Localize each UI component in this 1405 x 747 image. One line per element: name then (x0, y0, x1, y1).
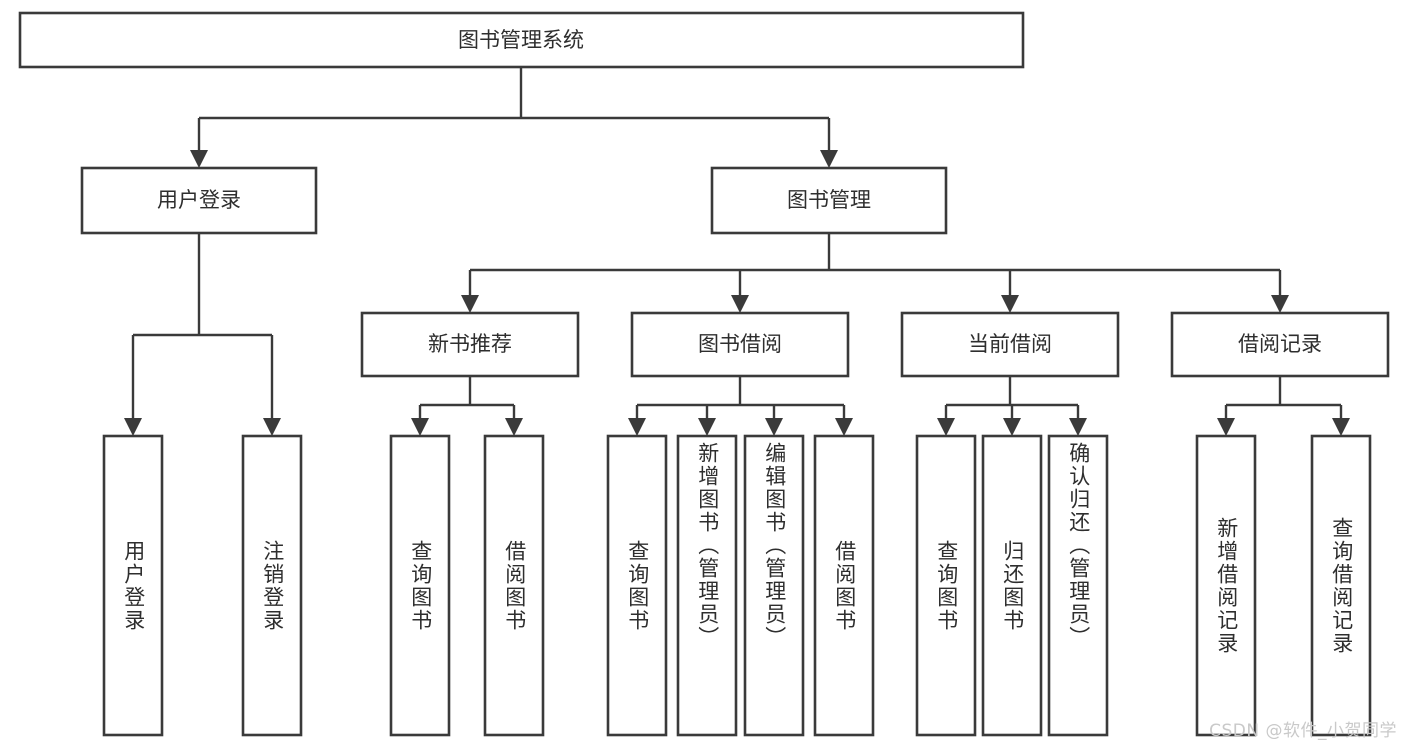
node-box-leaf-13[interactable] (1310, 434, 1372, 737)
arrow-head-current-borrow (1001, 295, 1019, 313)
node-box-leaf-6[interactable] (676, 434, 738, 737)
arrow-head-book-borrow (731, 295, 749, 313)
arrow-head-leaf-7 (765, 418, 783, 436)
node-label-borrow-record: 借阅记录 (1238, 332, 1322, 356)
connector-group-book-borrow (628, 376, 853, 436)
node-box-leaf-10[interactable] (981, 434, 1043, 737)
arrow-head-leaf-3 (411, 418, 429, 436)
arrow-head-leaf-4 (505, 418, 523, 436)
arrow-head-user-login (190, 150, 208, 168)
arrow-head-leaf-11 (1069, 418, 1087, 436)
connector-group-user-login (124, 233, 281, 436)
node-box-leaf-7[interactable] (743, 434, 805, 737)
connector-group-new-book-rec (411, 376, 523, 436)
node-label-user-login: 用户登录 (157, 188, 241, 212)
arrow-head-leaf-13 (1332, 418, 1350, 436)
connector-group-root (190, 67, 838, 168)
node-box-leaf-12[interactable] (1195, 434, 1257, 737)
node-box-leaf-3[interactable] (389, 434, 451, 737)
arrow-head-borrow-record (1271, 295, 1289, 313)
arrow-head-leaf-10 (1003, 418, 1021, 436)
node-box-new-book-rec[interactable] (360, 311, 580, 378)
node-label-book-mgmt: 图书管理 (787, 188, 871, 212)
node-box-borrow-record[interactable] (1170, 311, 1390, 378)
node-box-user-login[interactable] (80, 166, 318, 235)
csdn-watermark: CSDN @软件_小贺同学 (1209, 721, 1397, 741)
node-box-leaf-2[interactable] (241, 434, 303, 737)
arrow-head-leaf-2 (263, 418, 281, 436)
connector-group-book-mgmt (461, 233, 1289, 313)
arrow-head-leaf-9 (937, 418, 955, 436)
arrow-head-leaf-6 (698, 418, 716, 436)
connector-group-current-borrow (937, 376, 1087, 436)
node-label-root: 图书管理系统 (458, 28, 584, 52)
node-box-leaf-1[interactable] (102, 434, 164, 737)
arrow-head-leaf-8 (835, 418, 853, 436)
arrow-head-leaf-12 (1217, 418, 1235, 436)
connector-group-borrow-record (1217, 376, 1350, 436)
node-label-book-borrow: 图书借阅 (698, 332, 782, 356)
node-box-current-borrow[interactable] (900, 311, 1120, 378)
node-box-leaf-8[interactable] (813, 434, 875, 737)
arrow-head-book-mgmt (820, 150, 838, 168)
node-box-leaf-11[interactable] (1047, 434, 1109, 737)
node-label-current-borrow: 当前借阅 (968, 332, 1052, 356)
arrow-head-leaf-1 (124, 418, 142, 436)
node-label-new-book-rec: 新书推荐 (428, 332, 512, 356)
arrow-head-new-book-rec (461, 295, 479, 313)
node-box-leaf-5[interactable] (606, 434, 668, 737)
arrow-head-leaf-5 (628, 418, 646, 436)
node-box-root[interactable] (18, 11, 1025, 69)
node-box-leaf-9[interactable] (915, 434, 977, 737)
node-box-book-borrow[interactable] (630, 311, 850, 378)
node-box-book-mgmt[interactable] (710, 166, 948, 235)
node-box-leaf-4[interactable] (483, 434, 545, 737)
